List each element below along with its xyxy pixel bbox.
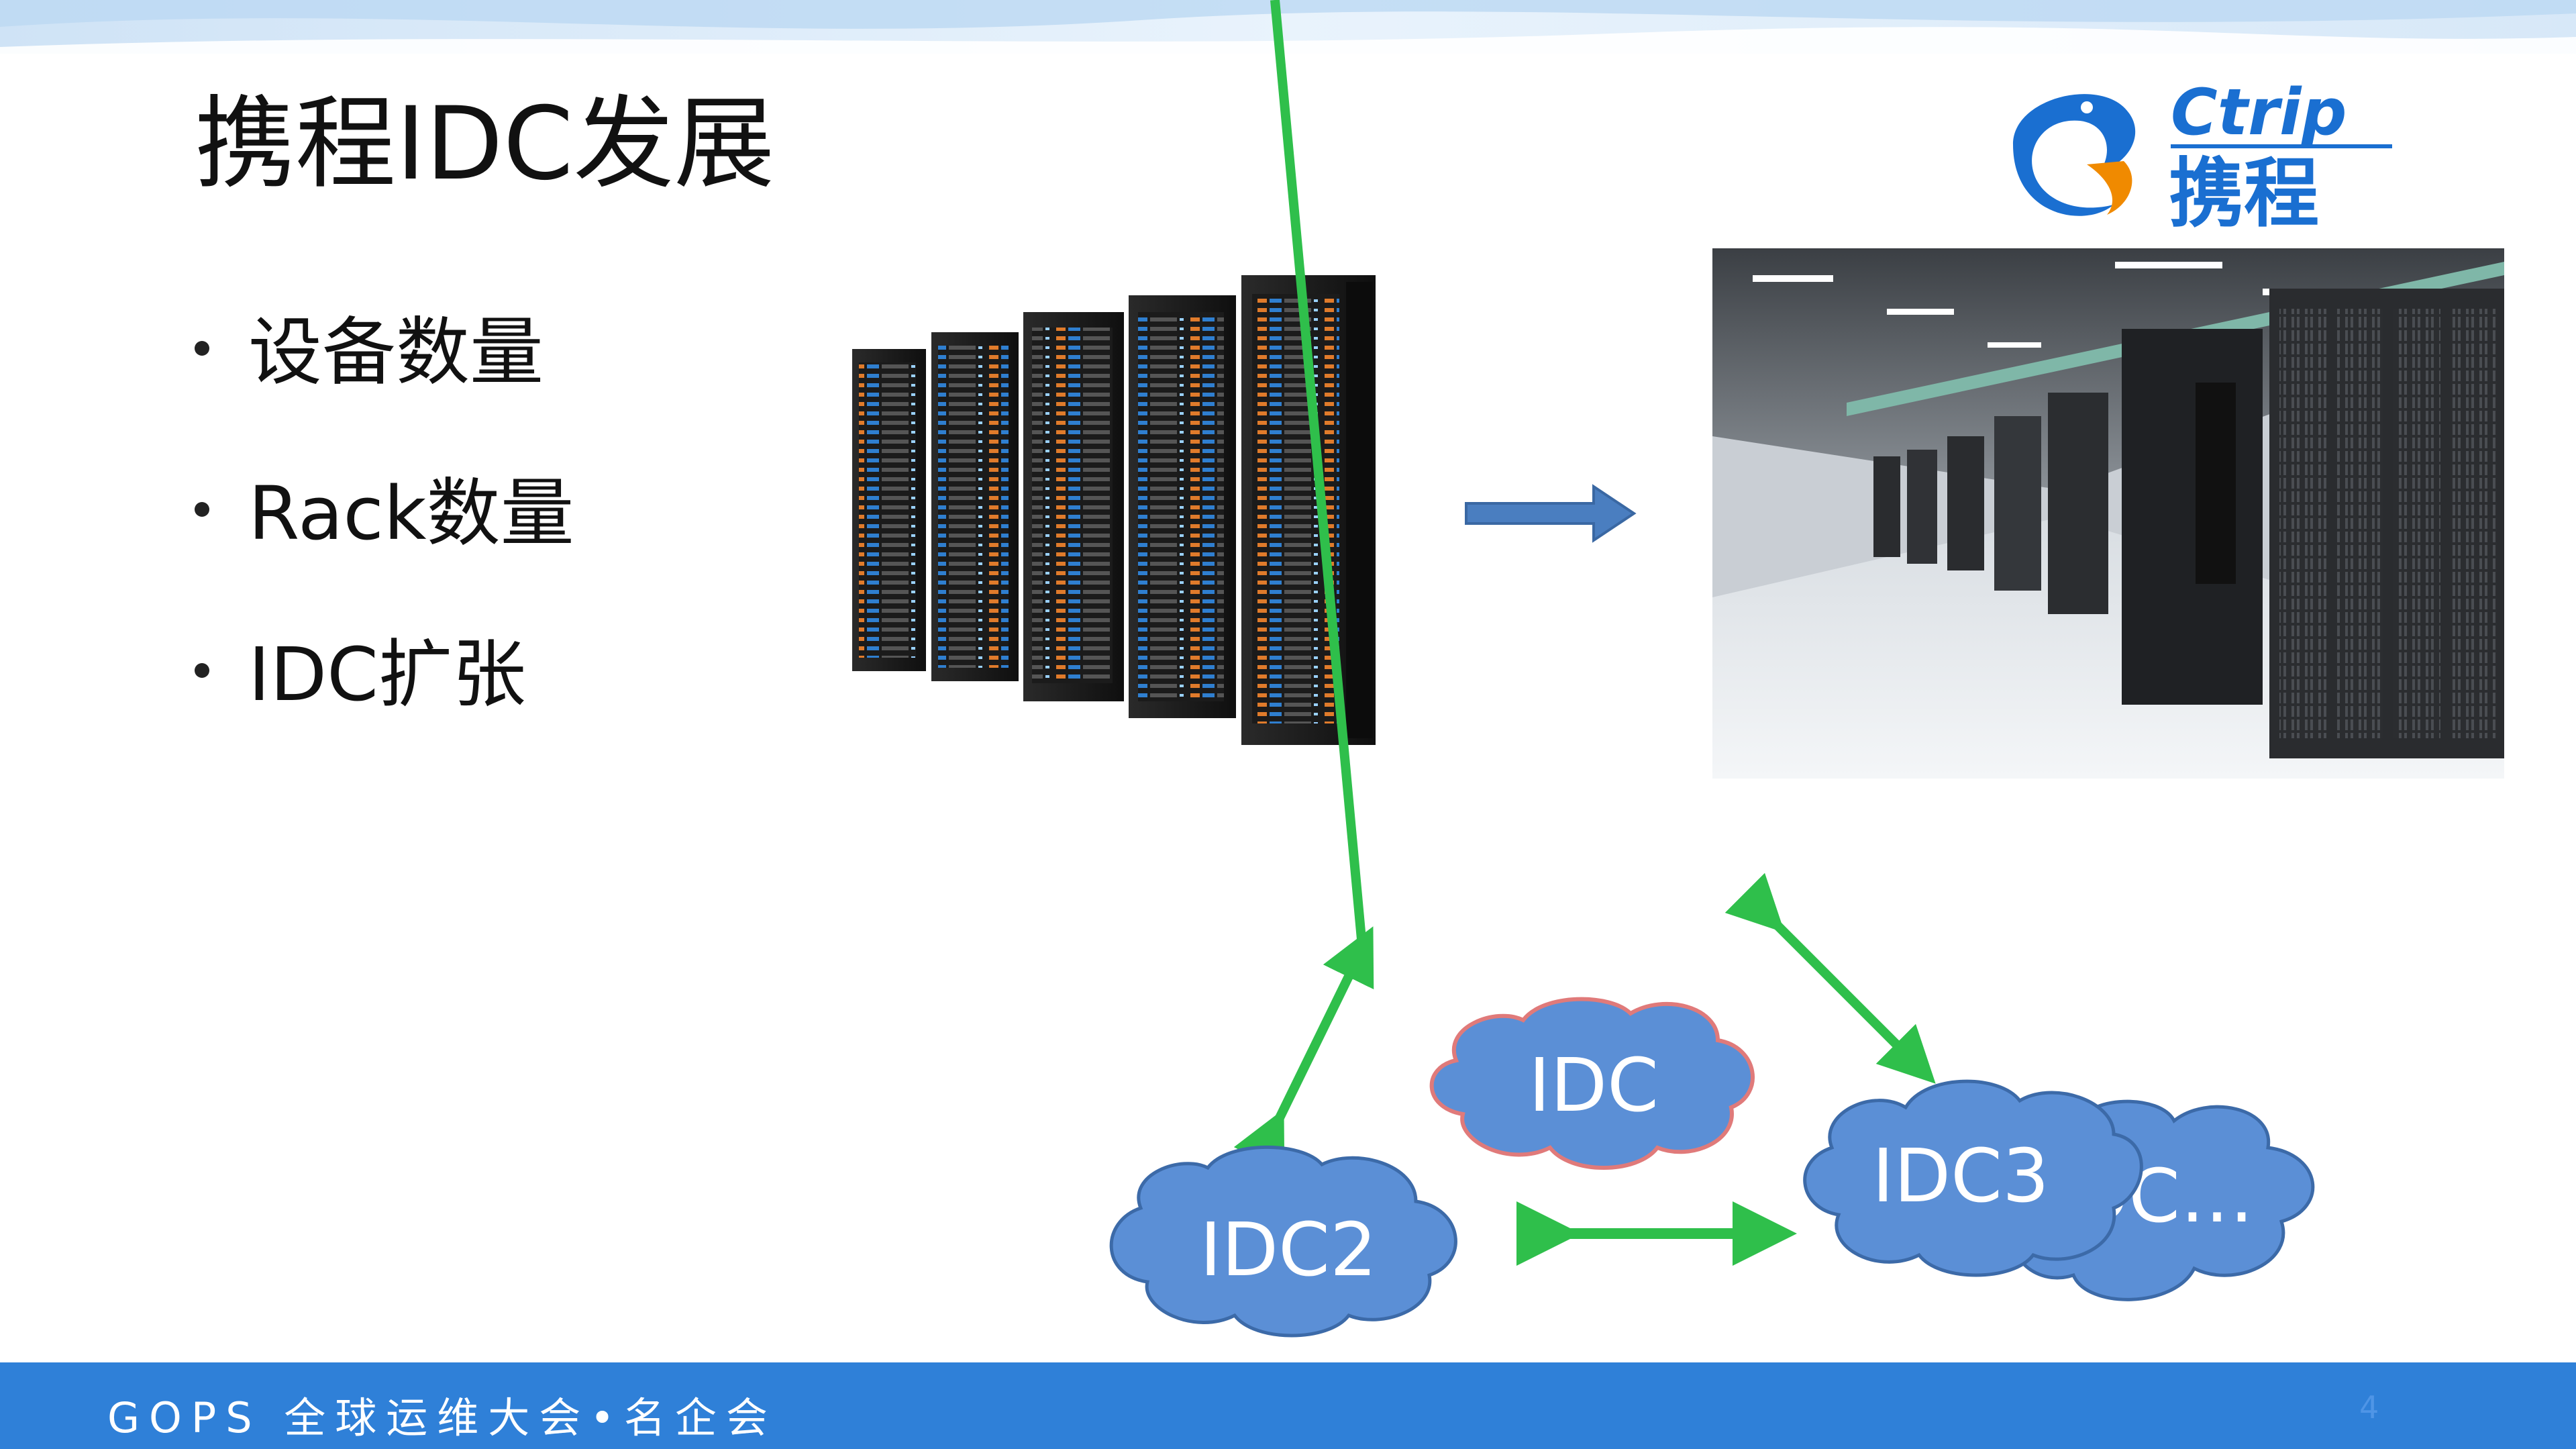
bullet-text: 设备数量	[248, 309, 544, 395]
footer-text: GOPS 全球运维大会•名企会	[107, 1393, 777, 1442]
logo-chinese: 携程	[2169, 150, 2319, 232]
cloud-idc2: IDC2	[1109, 1145, 1457, 1338]
bullet-list: 设备数量 Rack数量 IDC扩张	[195, 315, 574, 799]
rack	[931, 332, 1019, 681]
rack	[1023, 312, 1124, 701]
cloud-idc3: IDC3	[1803, 1079, 2143, 1277]
datacenter-photo	[1712, 248, 2504, 779]
page-number: 4	[2359, 1389, 2379, 1426]
logo-latin: Ctrip	[2171, 76, 2347, 150]
bullet-dot	[195, 502, 209, 517]
bullet-item: IDC扩张	[195, 638, 574, 799]
slide-title: 携程IDC发展	[195, 86, 775, 203]
rack	[1129, 295, 1236, 718]
cloud-label: IDC3	[1872, 1133, 2049, 1219]
dolphin-icon	[2013, 94, 2136, 216]
cloud-idc-more: IDC…	[1993, 1099, 2315, 1301]
cloud-idc: IDC	[1429, 997, 1755, 1170]
cloud-label: IDC2	[1200, 1207, 1377, 1293]
rack	[852, 349, 926, 671]
bullet-dot	[195, 341, 209, 356]
bullet-item: 设备数量	[195, 315, 574, 477]
bullet-text: IDC扩张	[248, 632, 526, 717]
bullet-dot	[195, 663, 209, 678]
footer-bar: GOPS 全球运维大会•名企会 4	[0, 1362, 2576, 1449]
arrow-right-icon	[1465, 484, 1637, 543]
cloud-label: IDC	[1529, 1042, 1659, 1128]
bullet-text: Rack数量	[248, 470, 574, 556]
server-racks-image	[852, 275, 1376, 745]
double-arrow-icon	[1724, 872, 1936, 1084]
ctrip-logo: Ctrip 携程	[2013, 76, 2392, 232]
cloud-label: IDC…	[2050, 1153, 2254, 1239]
rack	[1241, 275, 1376, 745]
bullet-item: Rack数量	[195, 477, 574, 638]
top-decoration-band	[0, 0, 2576, 54]
